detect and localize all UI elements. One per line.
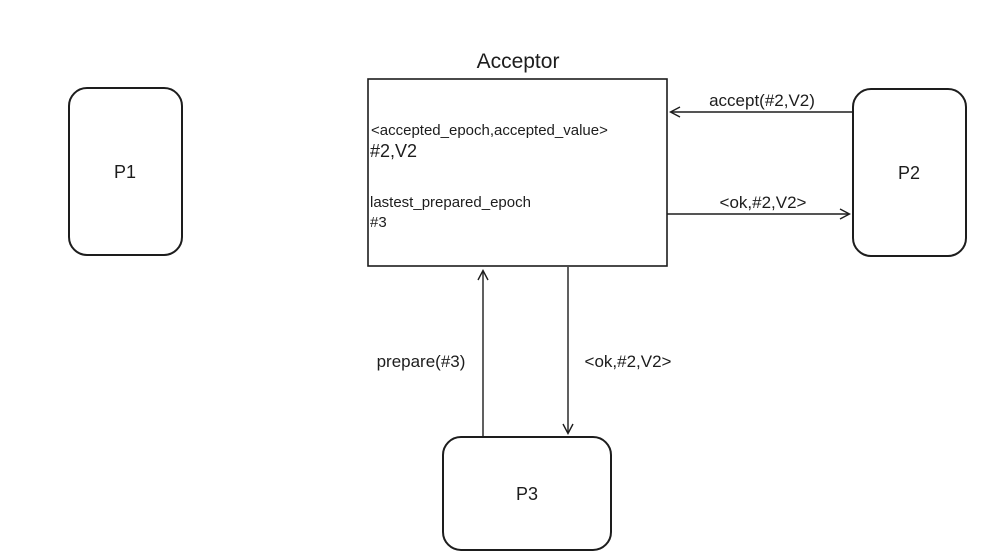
accepted-pair-label: <accepted_epoch,accepted_value> bbox=[371, 122, 608, 139]
node-p1 bbox=[68, 87, 183, 256]
arrow-accept-label: accept(#2,V2) bbox=[709, 91, 815, 110]
arrow-prepare-label: prepare(#3) bbox=[377, 352, 466, 371]
arrow-ok-to-p2-label: <ok,#2,V2> bbox=[720, 193, 807, 212]
node-p2 bbox=[852, 88, 967, 257]
node-p2-label: P2 bbox=[898, 163, 920, 183]
node-p3-label: P3 bbox=[516, 484, 538, 504]
acceptor-box bbox=[367, 78, 668, 267]
accepted-pair-value: #2,V2 bbox=[370, 141, 417, 161]
arrow-ok-to-p3-label: <ok,#2,V2> bbox=[585, 352, 672, 371]
node-p1-label: P1 bbox=[114, 162, 136, 182]
latest-prepared-epoch-value: #3 bbox=[370, 214, 387, 231]
node-p3 bbox=[442, 436, 612, 551]
latest-prepared-epoch-label: lastest_prepared_epoch bbox=[370, 194, 531, 211]
acceptor-title: Acceptor bbox=[477, 50, 560, 73]
